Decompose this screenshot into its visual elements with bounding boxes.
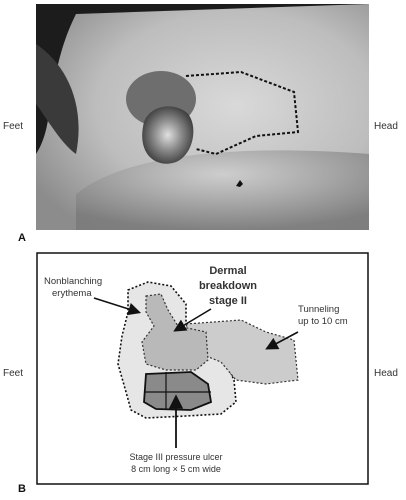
panel-a-letter: A <box>18 232 26 244</box>
panel-b-feet-label: Feet <box>3 368 24 379</box>
photo-mark <box>236 180 243 187</box>
nonblanching-label-2: erythema <box>52 288 92 299</box>
tunneling-region <box>185 319 299 385</box>
panel-b-head-label: Head <box>374 368 398 379</box>
tunneling-label-2: up to 10 cm <box>298 316 348 327</box>
stage-iii-ulcer-region <box>143 371 213 411</box>
dermal-label-2: breakdown <box>199 280 257 292</box>
dermal-arrow <box>173 308 212 332</box>
nonblanching-label-1: Nonblanching <box>44 276 102 287</box>
panel-a-head-label: Head <box>374 121 398 132</box>
panel-b-letter: B <box>18 483 26 495</box>
panel-a-feet-label: Feet <box>3 121 24 132</box>
stage-iii-label-2: 8 cm long × 5 cm wide <box>131 464 221 474</box>
photo-skin-fold <box>36 44 79 154</box>
tunneling-arrow <box>265 331 299 350</box>
photo-skin-lower <box>76 150 369 230</box>
nonblanching-arrow <box>93 297 142 316</box>
pressure-ulcer-diagram: Nonblanching erythema Dermal breakdown s… <box>36 252 369 485</box>
dermal-label-1: Dermal <box>209 265 246 277</box>
dermal-label-3: stage II <box>209 295 247 307</box>
stage-iii-label-1: Stage III pressure ulcer <box>129 452 222 462</box>
tunneling-label-1: Tunneling <box>298 304 339 315</box>
photo-tunneling-outline <box>185 70 300 156</box>
dermal-breakdown-region <box>141 293 209 371</box>
pressure-ulcer-photo <box>36 4 369 230</box>
photo-wound <box>142 106 194 164</box>
